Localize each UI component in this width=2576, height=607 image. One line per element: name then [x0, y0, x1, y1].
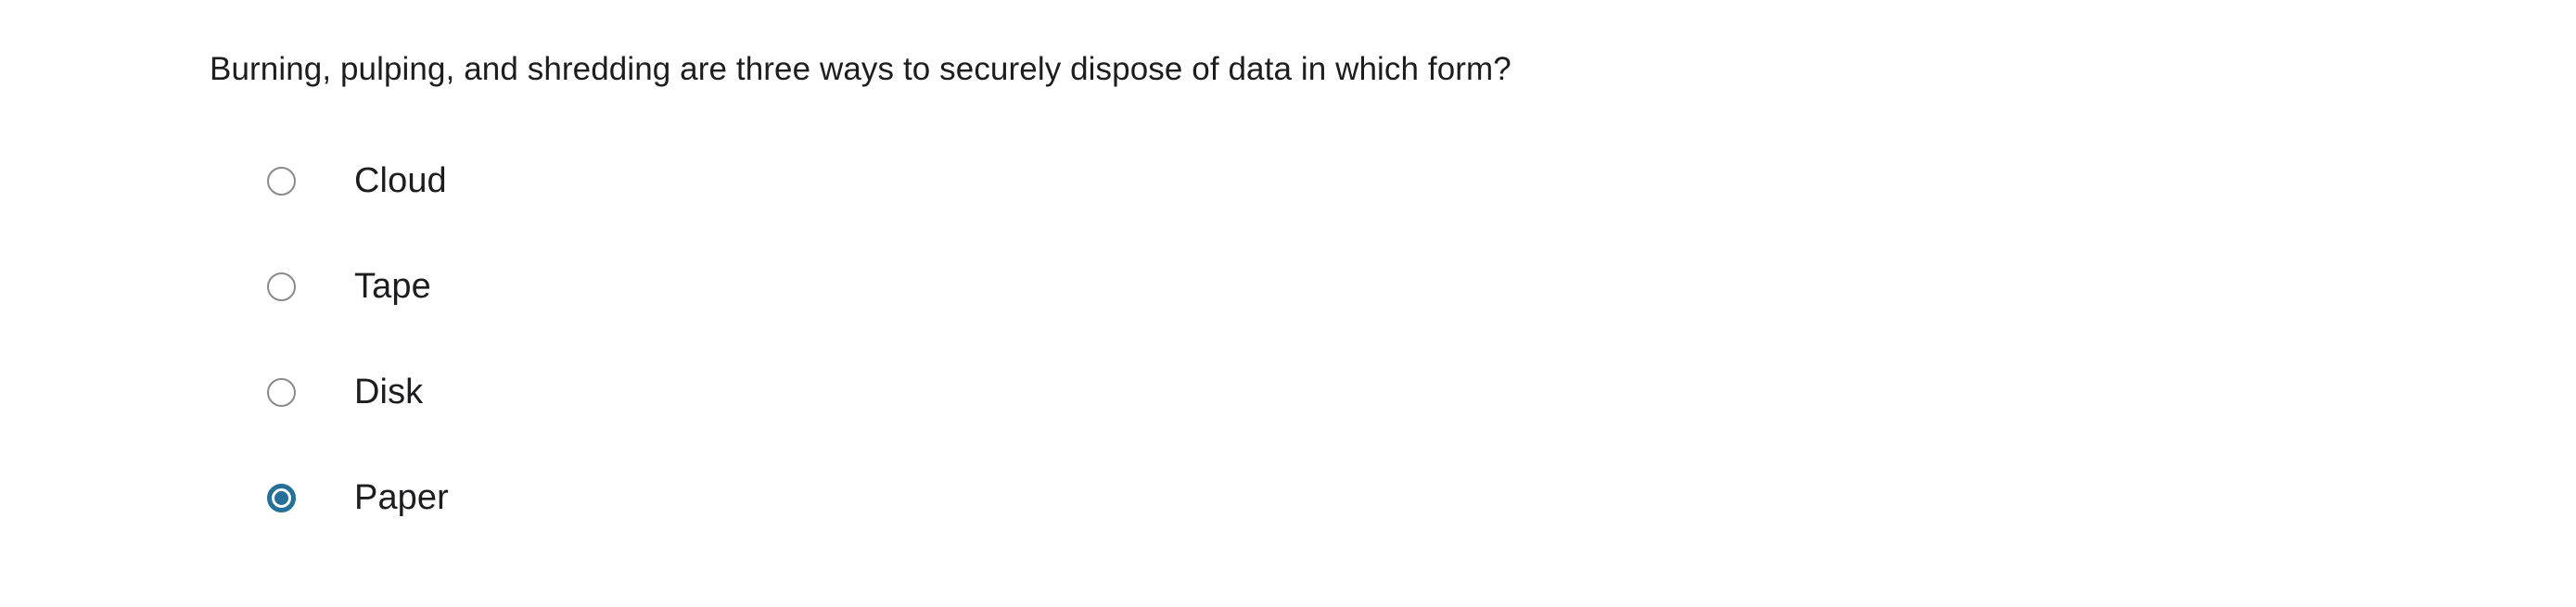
question-prompt: Burning, pulping, and shredding are thre… — [210, 51, 1511, 87]
answer-option-label: Tape — [354, 267, 431, 306]
answer-option-label: Disk — [354, 373, 424, 411]
answer-option-label: Cloud — [354, 161, 447, 200]
answer-option-label: Paper — [354, 478, 449, 517]
answer-option-disk[interactable]: Disk — [267, 364, 423, 420]
radio-unselected-icon[interactable] — [267, 272, 296, 301]
answer-option-paper[interactable]: Paper — [267, 470, 449, 525]
radio-unselected-icon[interactable] — [267, 166, 296, 196]
answer-option-cloud[interactable]: Cloud — [267, 153, 447, 209]
radio-unselected-icon[interactable] — [267, 377, 296, 407]
radio-selected-icon[interactable] — [267, 483, 296, 512]
answer-option-tape[interactable]: Tape — [267, 259, 431, 314]
